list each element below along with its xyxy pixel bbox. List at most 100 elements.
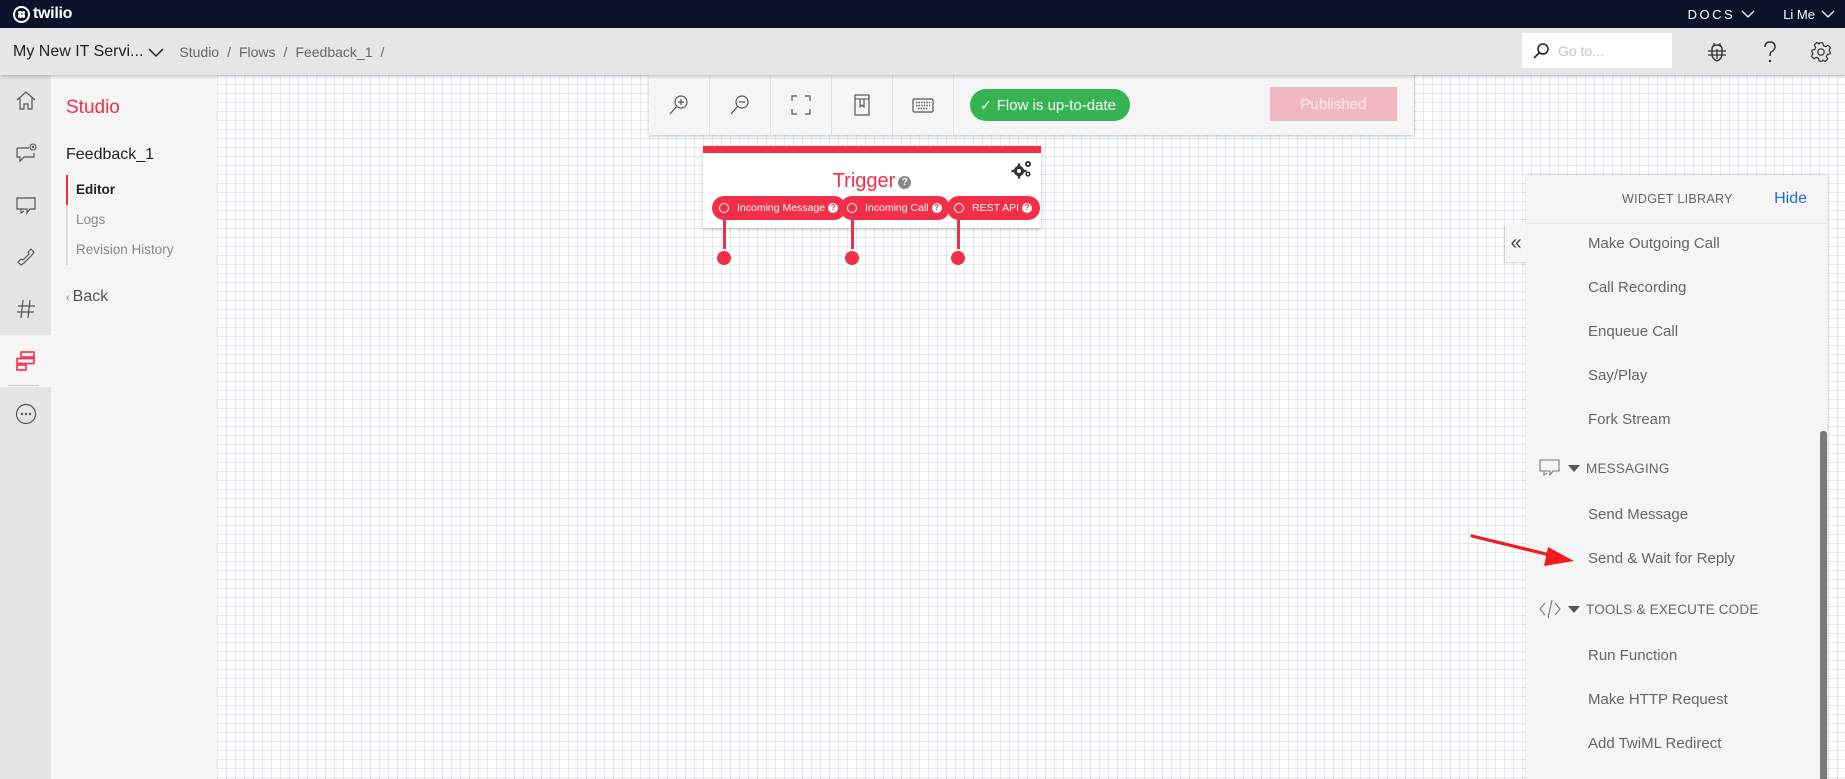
rail-item-home[interactable] bbox=[0, 75, 51, 127]
help-button[interactable] bbox=[1756, 38, 1784, 66]
settings-button[interactable] bbox=[1807, 38, 1835, 66]
zoom-in-icon bbox=[669, 95, 688, 115]
back-label: Back bbox=[72, 288, 109, 305]
breadcrumb-studio[interactable]: Studio bbox=[179, 43, 220, 60]
connector-handle[interactable] bbox=[717, 251, 731, 265]
chat-badge-icon bbox=[15, 143, 37, 163]
port-radio-icon bbox=[847, 203, 857, 213]
widget-say-play[interactable]: Say/Play bbox=[1588, 367, 1648, 384]
widget-library-scrollbar[interactable] bbox=[1820, 431, 1827, 779]
rail-item-phone-numbers[interactable] bbox=[0, 283, 51, 335]
help-icon[interactable]: ? bbox=[931, 203, 942, 213]
hide-library-link[interactable]: Hide bbox=[1774, 190, 1807, 207]
docs-menu[interactable]: DOCS bbox=[1688, 7, 1756, 22]
subnav-item-revision-history[interactable]: Revision History bbox=[76, 242, 174, 257]
help-icon[interactable]: ? bbox=[898, 176, 912, 189]
port-radio-icon bbox=[954, 203, 964, 213]
user-menu[interactable]: Li Me bbox=[1783, 7, 1835, 22]
port-incoming-message[interactable]: Incoming Message ? bbox=[712, 196, 847, 220]
chevron-down-icon bbox=[148, 47, 164, 57]
notes-button[interactable] bbox=[832, 75, 893, 135]
port-incoming-call[interactable]: Incoming Call ? bbox=[840, 196, 950, 220]
port-rest-api[interactable]: REST API ? bbox=[947, 196, 1041, 220]
help-icon[interactable]: ? bbox=[1022, 203, 1033, 213]
widget-settings-icon[interactable] bbox=[1011, 159, 1033, 179]
widget-call-recording[interactable]: Call Recording bbox=[1588, 279, 1687, 296]
widget-fork-stream[interactable]: Fork Stream bbox=[1588, 411, 1671, 428]
user-name: Li Me bbox=[1783, 6, 1815, 22]
chat-icon bbox=[1539, 459, 1560, 477]
rail-item-more[interactable] bbox=[0, 388, 51, 440]
section-label: TOOLS & EXECUTE CODE bbox=[1586, 601, 1759, 617]
breadcrumb-flows[interactable]: Flows bbox=[238, 43, 276, 60]
port-label: REST API bbox=[972, 202, 1020, 214]
rail-item-voice[interactable] bbox=[0, 231, 51, 283]
widget-library-header: WIDGET LIBRARY Hide bbox=[1526, 175, 1827, 224]
code-icon bbox=[1539, 599, 1561, 619]
connector-line bbox=[851, 214, 854, 255]
chevron-down-icon bbox=[1821, 10, 1835, 18]
widget-run-function[interactable]: Run Function bbox=[1588, 647, 1678, 664]
top-navigation-bar: twilio DOCS Li Me bbox=[0, 0, 1845, 28]
widget-library-panel: WIDGET LIBRARY Hide Make Outgoing Call C… bbox=[1526, 175, 1827, 779]
phone-icon bbox=[16, 248, 35, 266]
widget-send-and-wait-for-reply[interactable]: Send & Wait for Reply bbox=[1588, 550, 1736, 567]
home-icon bbox=[16, 91, 35, 110]
widget-library-title: WIDGET LIBRARY bbox=[1622, 192, 1733, 206]
section-messaging[interactable]: MESSAGING bbox=[1539, 458, 1670, 478]
account-switcher[interactable]: My New IT Servi... bbox=[13, 43, 164, 61]
zoom-in-button[interactable] bbox=[649, 75, 710, 135]
publish-button[interactable]: Published bbox=[1270, 87, 1397, 121]
flow-subnav: Editor Logs Revision History bbox=[66, 175, 174, 265]
connector-handle[interactable] bbox=[845, 251, 859, 265]
product-rail bbox=[0, 75, 51, 779]
back-link[interactable]: ‹Back bbox=[66, 288, 108, 306]
debugger-button[interactable] bbox=[1703, 38, 1731, 66]
help-icon[interactable]: ? bbox=[828, 203, 839, 213]
double-chevron-left-icon: « bbox=[1510, 231, 1522, 254]
connector-line bbox=[723, 214, 726, 255]
widget-enqueue-call[interactable]: Enqueue Call bbox=[1588, 323, 1679, 340]
keyboard-shortcuts-button[interactable] bbox=[893, 75, 954, 135]
widget-send-message[interactable]: Send Message bbox=[1588, 506, 1689, 523]
widget-make-outgoing-call[interactable]: Make Outgoing Call bbox=[1588, 235, 1720, 252]
subnav-item-editor[interactable]: Editor bbox=[66, 175, 174, 205]
chevron-left-icon: ‹ bbox=[66, 292, 70, 304]
rail-item-studio[interactable] bbox=[0, 335, 51, 387]
search-icon bbox=[1533, 42, 1549, 59]
fit-screen-icon bbox=[791, 95, 811, 115]
fit-to-screen-button[interactable] bbox=[771, 75, 832, 135]
subnav-item-logs[interactable]: Logs bbox=[76, 212, 106, 227]
widget-make-http-request[interactable]: Make HTTP Request bbox=[1588, 691, 1728, 708]
collapse-library-button[interactable]: « bbox=[1505, 224, 1527, 262]
more-icon bbox=[15, 403, 36, 425]
goto-search[interactable] bbox=[1522, 33, 1672, 68]
goto-search-input[interactable] bbox=[1558, 42, 1668, 59]
trigger-widget[interactable]: Trigger? Incoming Message ? Incoming Cal… bbox=[703, 146, 1041, 228]
twilio-logo[interactable]: twilio bbox=[13, 5, 72, 23]
help-icon bbox=[1764, 41, 1776, 63]
keyboard-icon bbox=[912, 98, 934, 113]
section-label: MESSAGING bbox=[1586, 460, 1670, 476]
connector-line bbox=[957, 214, 960, 255]
breadcrumb-separator: / bbox=[283, 43, 288, 60]
connector-handle[interactable] bbox=[951, 251, 965, 265]
debugger-icon bbox=[1708, 43, 1726, 62]
flow-status-badge: ✓ Flow is up-to-date bbox=[970, 89, 1130, 121]
account-name: My New IT Servi... bbox=[13, 42, 144, 60]
breadcrumb-feedback-1[interactable]: Feedback_1 bbox=[295, 43, 373, 60]
rail-divider bbox=[8, 385, 39, 386]
zoom-out-button[interactable] bbox=[710, 75, 771, 135]
section-tools-execute-code[interactable]: TOOLS & EXECUTE CODE bbox=[1539, 599, 1759, 619]
breadcrumb-separator: / bbox=[227, 43, 231, 60]
twilio-logo-icon bbox=[13, 5, 30, 23]
rail-item-conversations[interactable] bbox=[0, 127, 51, 179]
breadcrumb: Studio / Flows / Feedback_1 / bbox=[179, 44, 392, 60]
docs-label: DOCS bbox=[1687, 6, 1736, 22]
rail-item-messaging[interactable] bbox=[0, 179, 51, 231]
widget-add-twiml-redirect[interactable]: Add TwiML Redirect bbox=[1588, 735, 1722, 752]
check-icon: ✓ bbox=[980, 96, 992, 113]
trigger-title-text: Trigger bbox=[832, 170, 896, 192]
hash-icon bbox=[16, 299, 35, 319]
port-radio-icon bbox=[719, 203, 729, 213]
